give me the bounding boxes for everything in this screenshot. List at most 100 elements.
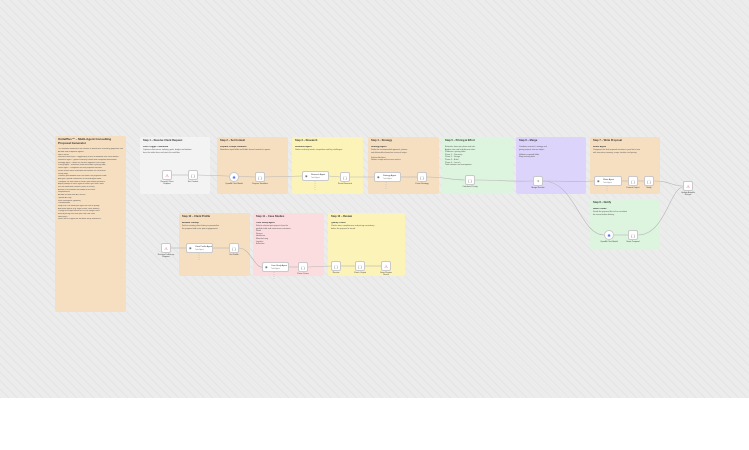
braces-icon: { } xyxy=(631,232,635,238)
node-update-airtable-record[interactable]: ⚠ xyxy=(683,181,693,191)
node-label: Set Context xyxy=(187,181,199,183)
node-set-context[interactable]: { } xyxy=(188,170,198,180)
note-step-1-body: Captures client name, industry, goals, b… xyxy=(143,149,192,154)
note-step-1[interactable]: Step 1 – Receive Client Request Form Tri… xyxy=(140,137,210,194)
overview-line: Set the notification channel (Slack or e… xyxy=(58,186,95,189)
robot-icon: ◉ xyxy=(377,175,380,179)
note-step-4-body: Drafts the recommended approach, phases … xyxy=(371,149,408,162)
trigger-icon: ⚠ xyxy=(164,245,168,251)
note-step-6[interactable]: Step 6 – Merge Combines research, strate… xyxy=(516,137,586,194)
note-step-5-title: Step 5 – Pricing & Effort xyxy=(445,139,475,142)
note-step-11-title: Step 11 – Case Studies xyxy=(256,215,285,218)
node-label: Receive Client Request xyxy=(160,181,174,185)
node-save-review-result[interactable]: ⚠ xyxy=(381,261,391,271)
node-parse-cases[interactable]: { } xyxy=(298,262,308,272)
note-step-3[interactable]: Step 3 – Research Research Agent Gathers… xyxy=(292,137,363,194)
overview-line: This workflow automates the creation of … xyxy=(58,148,123,151)
node-review[interactable]: { } xyxy=(331,261,341,271)
braces-icon: { } xyxy=(647,178,651,184)
node-client-profile-agent-sub: Tools Agent xyxy=(195,249,204,251)
node-calculate-pricing[interactable]: { } xyxy=(465,175,475,185)
node-store-proposal[interactable]: { } xyxy=(628,230,638,240)
node-writer-agent-sub: Tools Agent xyxy=(603,182,612,184)
node-label: OpenAI Chat Model xyxy=(225,183,243,185)
node-label: Update Airtable Record xyxy=(681,192,695,196)
note-step-8-body: Sends the proposal link to the consultan… xyxy=(593,211,628,216)
overview-note[interactable]: UnitePlus™ – Multi-Agent Consulting Prop… xyxy=(55,136,126,312)
braces-icon: { } xyxy=(334,263,338,269)
airtable-icon: ⚠ xyxy=(384,263,388,269)
note-step-7-body: Composes the final proposal narrative in… xyxy=(593,149,641,154)
overview-line: Strategy agent – drafts the solution app… xyxy=(58,161,106,164)
node-research-agent[interactable]: ◉ Research Agent Tools Agent xyxy=(302,171,329,181)
braces-icon: { } xyxy=(420,174,424,180)
node-set-profile[interactable]: { } xyxy=(229,243,239,253)
node-label: Parse Cases xyxy=(297,273,309,275)
note-step-4[interactable]: Step 4 – Strategy Strategy Agent Drafts … xyxy=(368,137,439,194)
overview-line: Research agent – gathers industry contex… xyxy=(58,159,117,161)
node-label: Save Review Result xyxy=(380,272,392,276)
trigger-icon: ⚠ xyxy=(165,172,169,178)
node-strategy-agent-sub: Tools Agent xyxy=(383,178,392,180)
node-parse-strategy[interactable]: { } xyxy=(417,172,427,182)
node-openai-chat-model-2[interactable]: ✺ xyxy=(604,230,614,240)
node-label: Parse Strategy xyxy=(415,183,429,185)
workflow-canvas[interactable]: UnitePlus™ – Multi-Agent Consulting Prop… xyxy=(0,0,749,398)
note-step-11-sub: Case Study Agent xyxy=(256,222,275,224)
overview-line: Airtable and multiple AI agents. xyxy=(58,150,85,153)
note-step-10-body: Fetches existing client history to perso… xyxy=(182,225,219,230)
overview-line: Requirements xyxy=(58,191,70,194)
node-merge-results[interactable]: ⇉ xyxy=(533,176,543,186)
note-step-1-title: Step 1 – Receive Client Request xyxy=(143,139,183,142)
overview-line: Stores results back in Airtable and noti… xyxy=(58,169,106,172)
braces-icon: { } xyxy=(232,245,236,251)
node-openai-chat-model[interactable]: ✺ xyxy=(229,172,239,182)
node-label: Set Profile xyxy=(229,254,239,256)
braces-icon: { } xyxy=(468,177,472,183)
node-label: Format Output xyxy=(626,187,640,189)
note-step-2[interactable]: Step 2 – Set Context Prepare Prompt Vari… xyxy=(217,137,288,194)
node-client-profile-agent[interactable]: ◉ Client Profile Agent Tools Agent xyxy=(186,243,213,253)
node-parse-research[interactable]: { } xyxy=(340,172,350,182)
node-case-study-agent[interactable]: ◉ Case Study Agent Tools Agent xyxy=(262,262,289,272)
node-format-output[interactable]: { } xyxy=(628,176,638,186)
overview-line: Adjust prompts in each agent to reflect … xyxy=(58,183,105,186)
node-writer-agent[interactable]: ◉ Writer Agent Tools Agent xyxy=(594,176,622,186)
note-step-3-sub: Research Agent xyxy=(295,146,312,148)
node-label: Calculate Pricing xyxy=(462,186,478,188)
node-receive-client-request[interactable]: ⚠ xyxy=(162,170,172,180)
note-step-5[interactable]: Step 5 – Pricing & Effort Estimates hour… xyxy=(442,137,513,194)
note-step-1-sub: Form Trigger / Webhook xyxy=(143,146,169,148)
node-label: Merge Results xyxy=(531,187,545,189)
node-strategy-agent[interactable]: ◉ Strategy Agent Tools Agent xyxy=(374,172,401,182)
note-step-5-body: Estimates hours per phase and role. Appl… xyxy=(445,146,476,167)
node-research-agent-sub: Tools Agent xyxy=(311,177,320,179)
node-notify[interactable]: { } xyxy=(644,176,654,186)
note-step-3-body: Gathers industry trends, competitors and… xyxy=(295,149,343,151)
braces-icon: { } xyxy=(343,174,347,180)
node-client-profile-agent-label: Client Profile Agent xyxy=(195,246,213,248)
node-label: Review xyxy=(332,272,340,274)
overview-line: Reach out to support for workflow setup … xyxy=(58,218,102,221)
braces-icon: { } xyxy=(191,172,195,178)
node-label: Receive Follow-up Request xyxy=(157,254,175,258)
note-step-12-sub: Quality Check xyxy=(331,222,346,224)
note-step-2-sub: Prepare Prompt Variables xyxy=(220,146,247,148)
node-receive-follow-up-request[interactable]: ⚠ xyxy=(161,243,171,253)
openai-icon: ✺ xyxy=(232,174,236,180)
robot-icon: ◉ xyxy=(265,265,268,269)
note-step-8-sub: Slack / Email xyxy=(593,208,607,210)
braces-icon: { } xyxy=(358,263,362,269)
node-strategy-agent-label: Strategy Agent xyxy=(383,175,397,177)
node-case-study-agent-sub: Tools Agent xyxy=(271,268,280,270)
note-step-7-title: Step 7 – Write Proposal xyxy=(593,139,622,142)
note-step-6-body: Combines research, strategy and pricing … xyxy=(519,146,547,159)
overview-line: How it works xyxy=(58,153,69,156)
overview-line: Extend pricing rules with your own rate … xyxy=(58,213,96,216)
node-prepare-variables[interactable]: { } xyxy=(255,172,265,182)
note-step-2-body: Normalizes input fields and builds share… xyxy=(220,149,271,151)
braces-icon: { } xyxy=(301,264,305,270)
node-check-output[interactable]: { } xyxy=(355,261,365,271)
overview-line: Pricing agent – estimates effort and bui… xyxy=(58,164,106,167)
openai-icon: ✺ xyxy=(607,232,611,238)
